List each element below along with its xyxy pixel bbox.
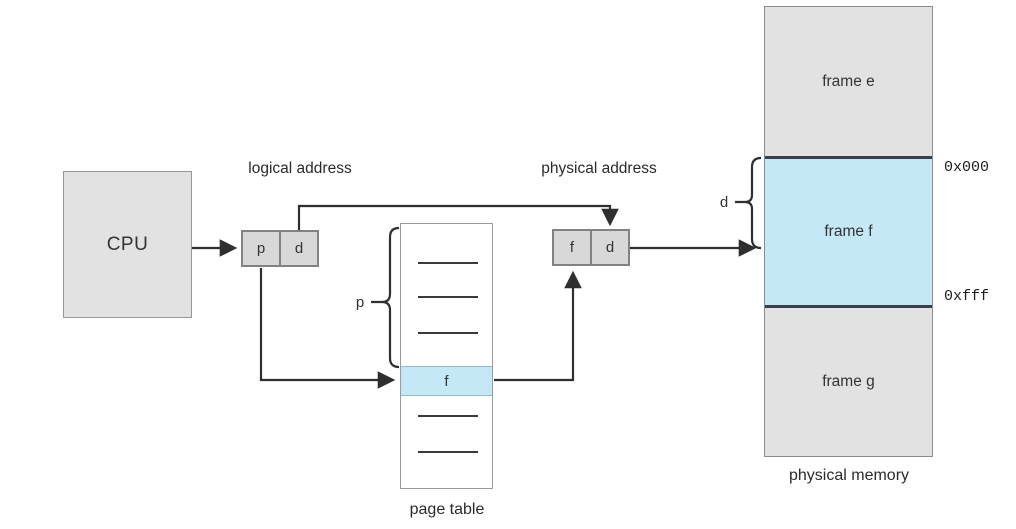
page-table-entry-f: f xyxy=(401,366,492,396)
physical-address-f-cell: f xyxy=(569,239,575,256)
page-number-brace xyxy=(371,226,400,369)
frame-e: frame e xyxy=(765,7,932,156)
page-table-entry-line xyxy=(418,296,478,298)
logical-address-register: p d xyxy=(241,230,319,267)
page-table-entry-line xyxy=(418,332,478,334)
frame-end-offset-label: 0xfff xyxy=(944,288,990,305)
cpu-box: CPU xyxy=(63,171,192,318)
physical-memory-caption: physical memory xyxy=(788,467,910,484)
page-table-entry-line xyxy=(418,451,478,453)
physical-address-register: f d xyxy=(552,229,630,266)
physical-address-caption: physical address xyxy=(541,160,657,177)
frame-start-offset-label: 0x000 xyxy=(944,159,990,176)
page-number-brace-label: p xyxy=(355,294,365,311)
physical-memory-column: frame e frame f frame g xyxy=(764,6,933,457)
page-table: f xyxy=(400,223,493,489)
frame-g: frame g xyxy=(765,308,932,456)
physical-address-d-cell: d xyxy=(590,231,628,264)
arrow-p-to-page-table-entry xyxy=(259,268,396,389)
logical-address-p-cell: p xyxy=(256,240,266,257)
offset-brace-label: d xyxy=(719,194,729,211)
logical-address-d-cell: d xyxy=(279,232,317,265)
page-table-entry-line xyxy=(418,262,478,264)
logical-address-caption: logical address xyxy=(248,160,352,177)
frame-f: frame f xyxy=(765,156,932,308)
page-table-caption: page table xyxy=(409,501,485,518)
arrow-page-table-entry-to-f xyxy=(494,270,582,382)
cpu-label: CPU xyxy=(106,233,149,255)
page-table-entry-line xyxy=(418,415,478,417)
offset-brace xyxy=(735,156,762,250)
